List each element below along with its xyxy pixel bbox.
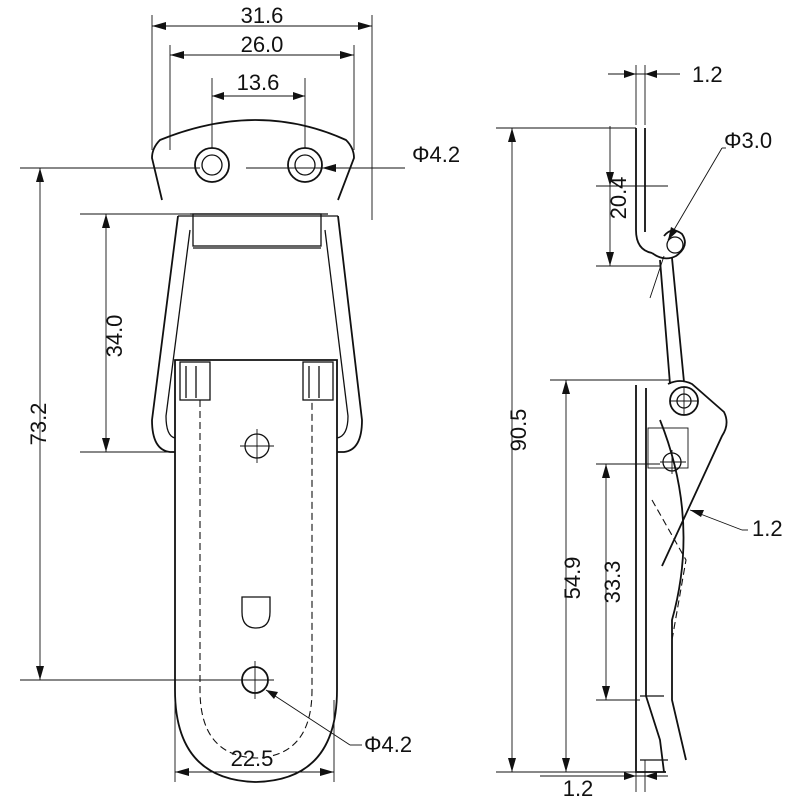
side-pin-hole xyxy=(666,236,684,254)
d-slot xyxy=(241,596,271,629)
svg-text:90.5: 90.5 xyxy=(506,409,531,452)
wire-loop-inner xyxy=(165,229,349,439)
dim-bottom-width: 22.5 xyxy=(174,700,335,782)
svg-text:1.2: 1.2 xyxy=(563,776,594,800)
wire-loop-outer xyxy=(151,215,363,453)
side-top-plate xyxy=(635,128,653,254)
dim-thickness-bottom: 1.2 xyxy=(540,760,668,800)
lever-center-hole xyxy=(240,429,274,463)
dim-lower-hole: Φ4.2 xyxy=(265,689,412,757)
svg-text:Φ4.2: Φ4.2 xyxy=(412,142,460,167)
front-view: 31.6 26.0 13.6 Φ4.2 xyxy=(20,3,460,783)
dim-lower-span: 33.3 xyxy=(596,463,660,701)
lever-hidden-line xyxy=(199,400,313,759)
mounting-hole-right xyxy=(287,147,323,183)
side-view: 1.2 Φ3.0 20.4 90.5 xyxy=(496,62,783,800)
side-lever xyxy=(645,388,687,773)
dim-hole-center: 13.6 xyxy=(211,70,306,148)
mounting-hole-left xyxy=(194,147,230,183)
svg-text:Φ4.2: Φ4.2 xyxy=(364,732,412,757)
lever-knuckle-right xyxy=(302,361,334,401)
dim-overall-width: 31.6 xyxy=(151,3,373,220)
svg-text:73.2: 73.2 xyxy=(26,403,51,446)
svg-text:26.0: 26.0 xyxy=(241,32,284,57)
dim-pin-hole: Φ3.0 xyxy=(667,128,772,241)
svg-text:33.3: 33.3 xyxy=(600,561,625,604)
side-wire xyxy=(659,257,685,385)
dim-lower-thickness: 1.2 xyxy=(689,509,783,541)
svg-text:1.2: 1.2 xyxy=(692,62,723,87)
mounting-plate-outline xyxy=(151,119,355,201)
svg-text:13.6: 13.6 xyxy=(237,70,280,95)
dim-total-length: 90.5 xyxy=(496,127,636,773)
dim-mount-hole: Φ4.2 xyxy=(246,142,460,172)
side-pin-loop xyxy=(651,229,686,260)
dim-loop-height: 34.0 xyxy=(80,213,190,453)
dim-total-height: 73.2 xyxy=(20,167,238,681)
dim-hole-span: 26.0 xyxy=(169,32,355,150)
lever-body xyxy=(174,359,338,783)
dim-thickness-top: 1.2 xyxy=(608,62,723,125)
svg-text:54.9: 54.9 xyxy=(560,557,585,600)
svg-text:22.5: 22.5 xyxy=(231,746,274,771)
hinge-barrel xyxy=(192,213,322,247)
lever-knuckle-left xyxy=(179,361,211,401)
svg-text:34.0: 34.0 xyxy=(102,315,127,358)
dim-top-offset: 20.4 xyxy=(596,126,668,267)
svg-text:Φ3.0: Φ3.0 xyxy=(724,128,772,153)
svg-text:20.4: 20.4 xyxy=(606,177,631,220)
dim-hinge-length: 54.9 xyxy=(550,379,670,773)
svg-text:31.6: 31.6 xyxy=(241,3,284,28)
lower-hole xyxy=(236,661,274,699)
svg-text:1.2: 1.2 xyxy=(752,516,783,541)
